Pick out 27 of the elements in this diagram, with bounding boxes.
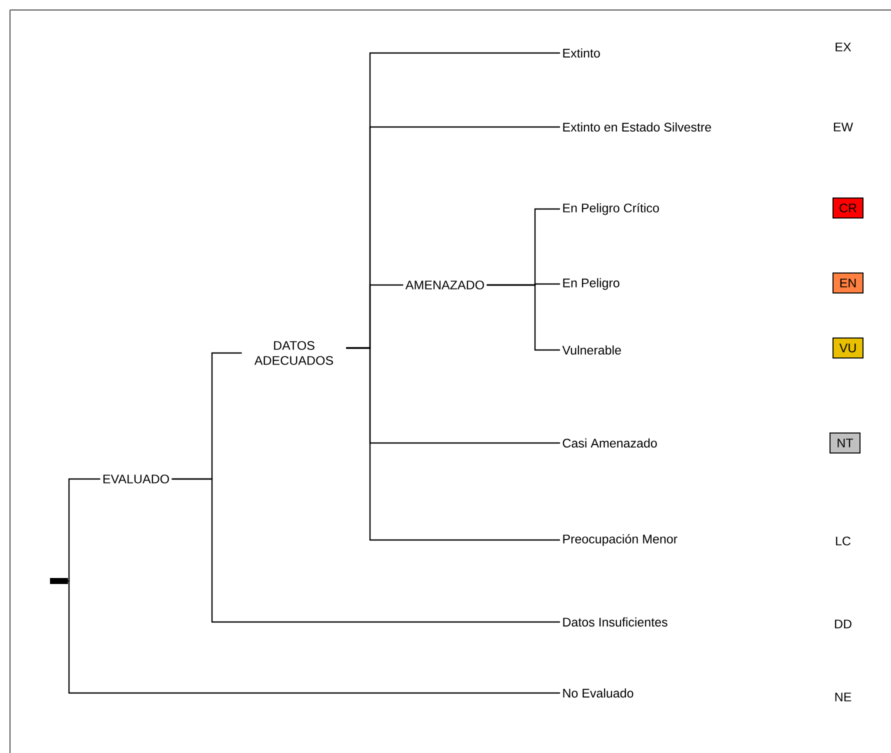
category-label: Datos Insuficientes (563, 617, 668, 627)
connector-line (346, 347, 560, 541)
category-label: En Peligro Crítico (563, 203, 659, 215)
category-label: Preocupación Menor (563, 534, 678, 546)
category-label: No Evaluado (563, 688, 634, 698)
category-code-box: EN (832, 272, 864, 294)
category-code-box: NT (830, 432, 860, 454)
connector-line (172, 478, 560, 623)
category-label: Extinto en Estado Silvestre (563, 122, 712, 132)
category-code-box: CR (832, 198, 864, 218)
root-bar (50, 578, 68, 584)
category-code: EW (834, 122, 854, 132)
connector-line (486, 284, 560, 351)
category-label: Extinto (563, 48, 600, 58)
category-code: LC (836, 536, 851, 546)
category-label: AMENAZADO (405, 280, 484, 290)
category-code: EX (836, 42, 852, 52)
category-code: DD (835, 620, 852, 628)
connector-line (68, 478, 100, 582)
category-label: En Peligro (563, 278, 620, 290)
category-label: Vulnerable (562, 345, 621, 355)
connector-line (68, 580, 560, 694)
category-label: EVALUADO (103, 474, 169, 484)
category-code: NE (835, 692, 852, 702)
category-label: DATOS ADECUADOS (254, 341, 334, 365)
category-label: Casi Amenazado (562, 438, 657, 448)
category-code-box: VU (832, 338, 864, 358)
